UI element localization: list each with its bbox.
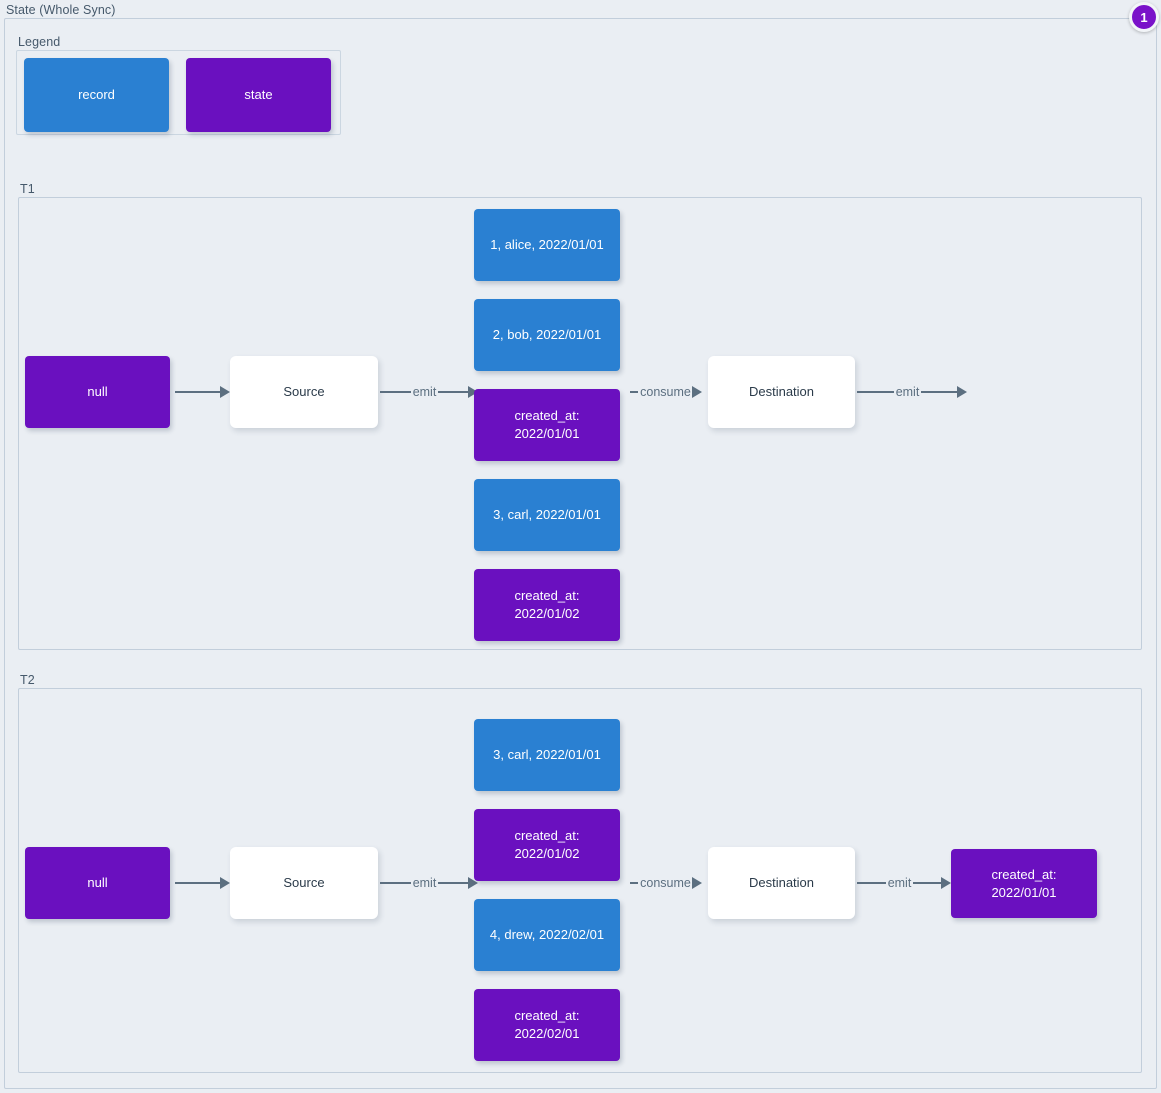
t1-edge-label-destination-out: emit [895,385,920,399]
row-t2-border [18,688,1142,1073]
t2-initial-state: null [25,847,170,919]
t2-edge-label-destination-in: consume [640,876,691,890]
t2-arrow-destination-emit: emit [857,873,951,893]
row-t1-label: T1 [20,182,35,196]
row-t2-label: T2 [20,673,35,687]
t2-edge-label-destination-out: emit [887,876,912,890]
outer-frame-border [4,18,1157,1089]
arrow-head-icon [691,877,702,889]
t2-stream-item-0: 3, carl, 2022/01/01 [474,719,620,791]
arrow-line [438,881,469,885]
outer-frame: State (Whole Sync) [4,3,1157,1089]
t1-arrow-state-to-source [175,382,230,402]
arrow-head-icon [468,386,478,398]
t1-stream-item-3: 3, carl, 2022/01/01 [474,479,620,551]
arrow-head-icon [957,386,967,398]
arrow-line [175,881,221,885]
arrow-line [380,881,411,885]
arrow-line [630,881,639,885]
arrow-line [857,390,894,394]
t2-stream-item-2: 4, drew, 2022/02/01 [474,899,620,971]
arrow-line [175,390,221,394]
status-badge[interactable]: 1 [1129,2,1159,32]
legend-label: Legend [18,35,61,49]
arrow-head-icon [220,386,230,398]
t2-stream-item-1: created_at: 2022/01/02 [474,809,620,881]
t1-stream-item-4: created_at: 2022/01/02 [474,569,620,641]
t1-edge-label-destination-in: consume [640,385,691,399]
t2-arrow-state-to-source [175,873,230,893]
row-t1-border [18,197,1142,650]
page-title: State (Whole Sync) [6,3,116,17]
t1-arrow-source-emit: emit [380,382,478,402]
row-t1: T1 null Source emit 1, alice, 2022/01/01… [18,182,1142,650]
row-t2: T2 null Source emit 3, carl, 2022/01/01 … [18,673,1142,1073]
t1-stream-item-2: created_at: 2022/01/01 [474,389,620,461]
arrow-line [380,390,411,394]
arrow-line [921,390,958,394]
legend-swatch-record: record [24,58,169,132]
t1-edge-label-source-out: emit [412,385,437,399]
t2-output-state: created_at: 2022/01/01 [951,849,1097,918]
t2-source-node: Source [230,847,378,919]
arrow-line [630,390,639,394]
legend-swatch-state: state [186,58,331,132]
t2-arrow-source-emit: emit [380,873,478,893]
legend: Legend record state [16,35,341,135]
t1-arrow-consume: consume [624,382,708,402]
t1-source-node: Source [230,356,378,428]
legend-border [16,50,341,135]
arrow-line [438,390,469,394]
arrow-line [913,881,942,885]
arrow-head-icon [941,877,951,889]
t1-stream-item-0: 1, alice, 2022/01/01 [474,209,620,281]
arrow-line [857,881,886,885]
arrow-head-icon [468,877,478,889]
arrow-head-icon [691,386,702,398]
arrow-head-icon [220,877,230,889]
t1-arrow-destination-emit: emit [857,382,967,402]
t2-edge-label-source-out: emit [412,876,437,890]
t2-destination-node: Destination [708,847,855,919]
t2-arrow-consume: consume [624,873,708,893]
t1-stream-item-1: 2, bob, 2022/01/01 [474,299,620,371]
t1-initial-state: null [25,356,170,428]
t1-destination-node: Destination [708,356,855,428]
t2-stream-item-3: created_at: 2022/02/01 [474,989,620,1061]
